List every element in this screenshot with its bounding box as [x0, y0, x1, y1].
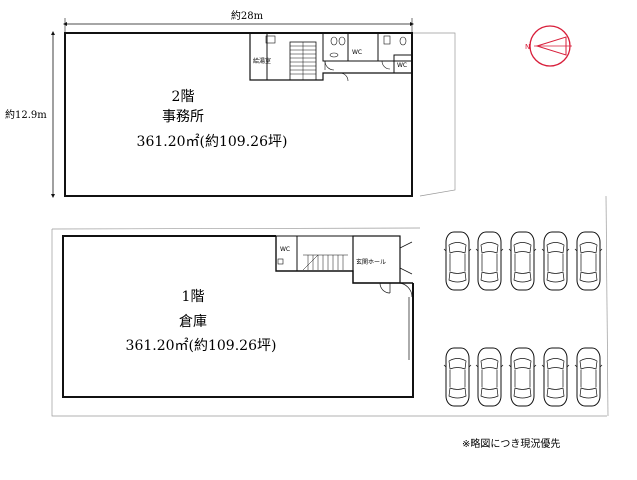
compass-icon: N — [525, 25, 572, 67]
lot-boundary-upper — [250, 32, 456, 197]
wc-label-2f-2: WC — [397, 62, 407, 69]
car-icon — [541, 231, 570, 291]
wc-label-2f-1: WC — [352, 49, 362, 56]
width-label: 約28m — [231, 9, 264, 22]
car-icon — [475, 231, 504, 291]
entrance-hall-label: 玄関ホール — [356, 258, 386, 266]
floor2-plan: 2階 事務所 361.20㎡(約109.26坪) 給湯室 WC WC — [64, 32, 413, 197]
floor1-floor-label: 1階 — [182, 289, 205, 305]
disclaimer-note: ※略図につき現況優先 — [462, 437, 560, 450]
height-label: 約12.9m — [5, 108, 47, 121]
floor2-floor-label: 2階 — [172, 89, 195, 105]
room-kyutoshitsu-label: 給湯室 — [253, 57, 271, 65]
lot-boundary-lower — [51, 229, 607, 417]
compass-north-letter: N — [525, 43, 530, 51]
parking-area — [443, 231, 603, 407]
car-icon — [508, 347, 537, 407]
car-icon — [574, 347, 603, 407]
lot-boundary-right — [605, 195, 609, 417]
car-icon — [574, 231, 603, 291]
floor1-use-label: 倉庫 — [179, 313, 207, 330]
floor2-area-label: 361.20㎡(約109.26坪) — [137, 134, 288, 150]
dimension-width: 約28m — [63, 9, 414, 32]
car-icon — [475, 347, 504, 407]
dimension-height: 約12.9m — [5, 31, 55, 198]
car-icon — [443, 231, 472, 291]
car-icon — [541, 347, 570, 407]
floor1-plan: 1階 倉庫 361.20㎡(約109.26坪) WC 玄関ホール — [62, 235, 414, 398]
wc-label-1f: WC — [280, 246, 290, 253]
floor1-area-label: 361.20㎡(約109.26坪) — [126, 338, 277, 354]
floor2-use-label: 事務所 — [162, 109, 204, 125]
car-icon — [443, 347, 472, 407]
car-icon — [508, 231, 537, 291]
lot-boundary-top — [51, 227, 421, 230]
